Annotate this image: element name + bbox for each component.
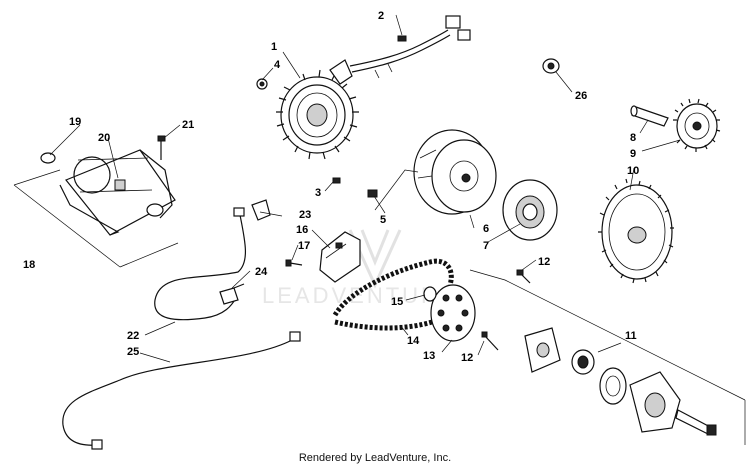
part-15 <box>423 286 437 302</box>
screw-2 <box>397 35 407 42</box>
leader-lines <box>49 14 681 363</box>
callout-12-lower: 12 <box>461 352 473 364</box>
callout-20: 20 <box>98 132 110 144</box>
bolt-12-upper <box>516 269 531 284</box>
screw-3 <box>332 177 341 184</box>
callout-13: 13 <box>423 350 435 362</box>
flywheel <box>413 129 497 215</box>
stator <box>276 15 471 160</box>
callout-22: 22 <box>127 330 139 342</box>
chain-cover-16 <box>319 231 361 283</box>
callout-11: 11 <box>625 330 637 342</box>
callout-23: 23 <box>299 209 311 221</box>
idler-gear-9 <box>673 98 721 152</box>
callout-labels: 2 1 4 3 5 6 7 8 9 10 11 12 12 13 14 15 1… <box>23 10 639 364</box>
callout-1: 1 <box>271 41 277 53</box>
callout-12-upper: 12 <box>538 256 550 268</box>
screw-17 <box>285 259 303 267</box>
pump-shaft <box>675 409 717 436</box>
callout-16: 16 <box>296 224 308 236</box>
callout-19: 19 <box>69 116 81 128</box>
callout-26: 26 <box>575 90 587 102</box>
callout-18: 18 <box>23 259 35 271</box>
callout-9: 9 <box>630 148 636 160</box>
washer-4 <box>256 78 268 90</box>
starter-clutch <box>502 179 558 241</box>
pump-rotor <box>571 349 595 375</box>
bracket-11-top <box>469 269 746 401</box>
bolt-5 <box>367 189 378 198</box>
callout-4: 4 <box>274 59 281 71</box>
callout-8: 8 <box>630 132 636 144</box>
callout-7: 7 <box>483 240 489 252</box>
leader-5-bracket <box>374 169 419 211</box>
shaft-8 <box>630 105 669 127</box>
pump-body <box>629 371 681 433</box>
terminal-cover-23 <box>251 199 271 221</box>
cable-25 <box>62 331 301 450</box>
pump-cover <box>524 327 561 373</box>
callout-25: 25 <box>127 346 139 358</box>
washer-26 <box>542 58 560 74</box>
chain-14 <box>332 258 454 331</box>
callout-17: 17 <box>298 240 310 252</box>
callout-6: 6 <box>483 223 489 235</box>
callout-10: 10 <box>627 165 639 177</box>
callout-15: 15 <box>391 296 403 308</box>
footer-credit: Rendered by LeadVenture, Inc. <box>298 452 452 464</box>
bolt-21 <box>157 135 166 160</box>
pump-housing <box>599 367 627 405</box>
bracket-18 <box>13 169 179 268</box>
starter-motor <box>59 149 176 236</box>
callout-14: 14 <box>407 335 420 347</box>
callout-3: 3 <box>315 187 321 199</box>
o-ring-19 <box>40 152 56 164</box>
cable-22 <box>154 207 246 321</box>
starter-gear-10 <box>598 178 674 284</box>
callout-5: 5 <box>380 214 386 226</box>
callout-21: 21 <box>182 119 194 131</box>
sprocket-13 <box>430 284 476 342</box>
callout-24: 24 <box>255 266 268 278</box>
callout-2: 2 <box>378 10 384 22</box>
bolt-12-lower <box>481 331 499 351</box>
terminal-24 <box>219 283 245 305</box>
